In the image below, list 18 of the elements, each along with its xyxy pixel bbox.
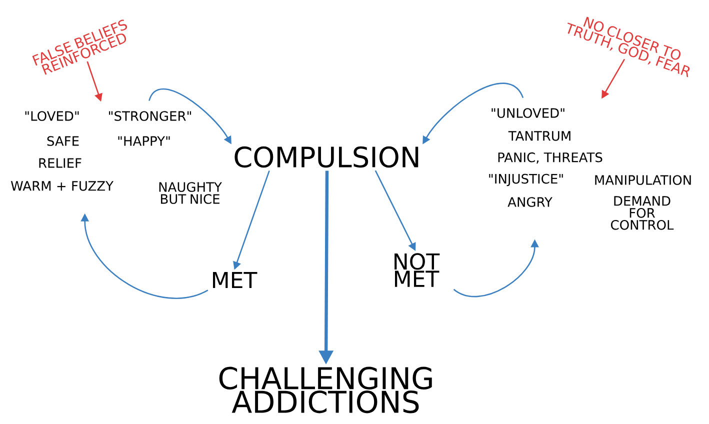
keyword: MET xyxy=(213,272,258,288)
word: WARM + FUZZY xyxy=(10,181,114,191)
word: SAFE xyxy=(47,136,79,146)
keyword: NOT MET xyxy=(394,253,440,287)
word: MANIPULATION xyxy=(595,175,691,185)
word: "STRONGER" xyxy=(109,111,191,121)
word: NAUGHTY BUT NICE xyxy=(159,182,222,204)
word: "UNLOVED" xyxy=(492,108,564,118)
word: DEMAND FOR CONTROL xyxy=(611,196,674,230)
word: ANGRY xyxy=(508,197,552,207)
word: PANIC, THREATS xyxy=(498,152,602,164)
word: "INJUSTICE" xyxy=(489,174,563,186)
word: TANTRUM xyxy=(508,131,570,141)
keyword: COMPULSION xyxy=(234,146,418,168)
word: RELIEF xyxy=(39,158,82,168)
keyword: CHALLENGING ADDICTIONS xyxy=(219,366,432,414)
word: "LOVED" xyxy=(25,111,79,121)
word: "HAPPY" xyxy=(118,136,170,146)
